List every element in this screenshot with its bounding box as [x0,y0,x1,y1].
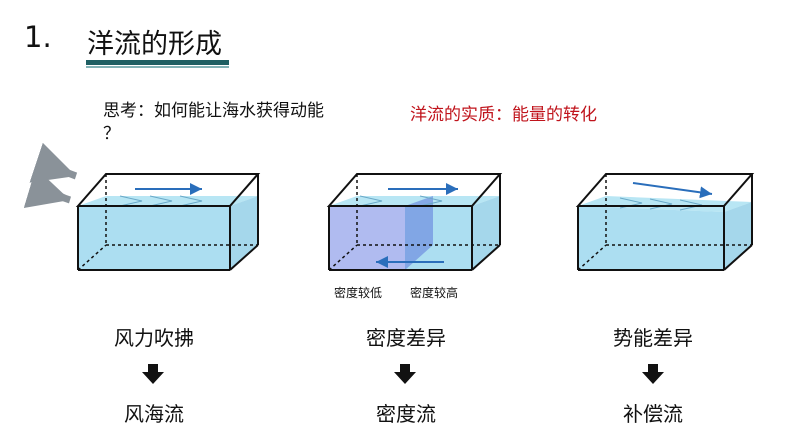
tank-potential-driven [575,173,755,271]
question-line-1: 思考：如何能让海水获得动能 [103,101,324,121]
result-label-density-current: 密度流 [376,402,436,426]
density-low-label: 密度较低 [334,286,383,300]
down-arrow-3 [642,364,664,384]
cause-label-density: 密度差异 [366,326,446,350]
result-label-wind-current: 风海流 [124,402,184,426]
wind-arrows [23,142,78,209]
tank-density-driven [326,173,503,271]
title-underline [86,60,229,65]
cause-label-potential: 势能差异 [613,326,693,350]
title-underline-shadow [86,66,229,68]
down-arrow-1 [142,364,164,384]
tank-wind-driven [75,173,261,271]
density-high-label: 密度较高 [410,286,459,300]
section-number: 1. [24,20,52,54]
cause-label-wind: 风力吹拂 [114,326,194,350]
result-label-compensation-current: 补偿流 [623,402,683,426]
question-text: 思考：如何能让海水获得动能 ？ [103,100,324,146]
down-arrow-2 [394,364,416,384]
down-arrows [142,364,664,384]
question-line-2: ？ [103,124,120,144]
section-title: 洋流的形成 [87,29,222,60]
essence-text: 洋流的实质：能量的转化 [410,105,597,125]
